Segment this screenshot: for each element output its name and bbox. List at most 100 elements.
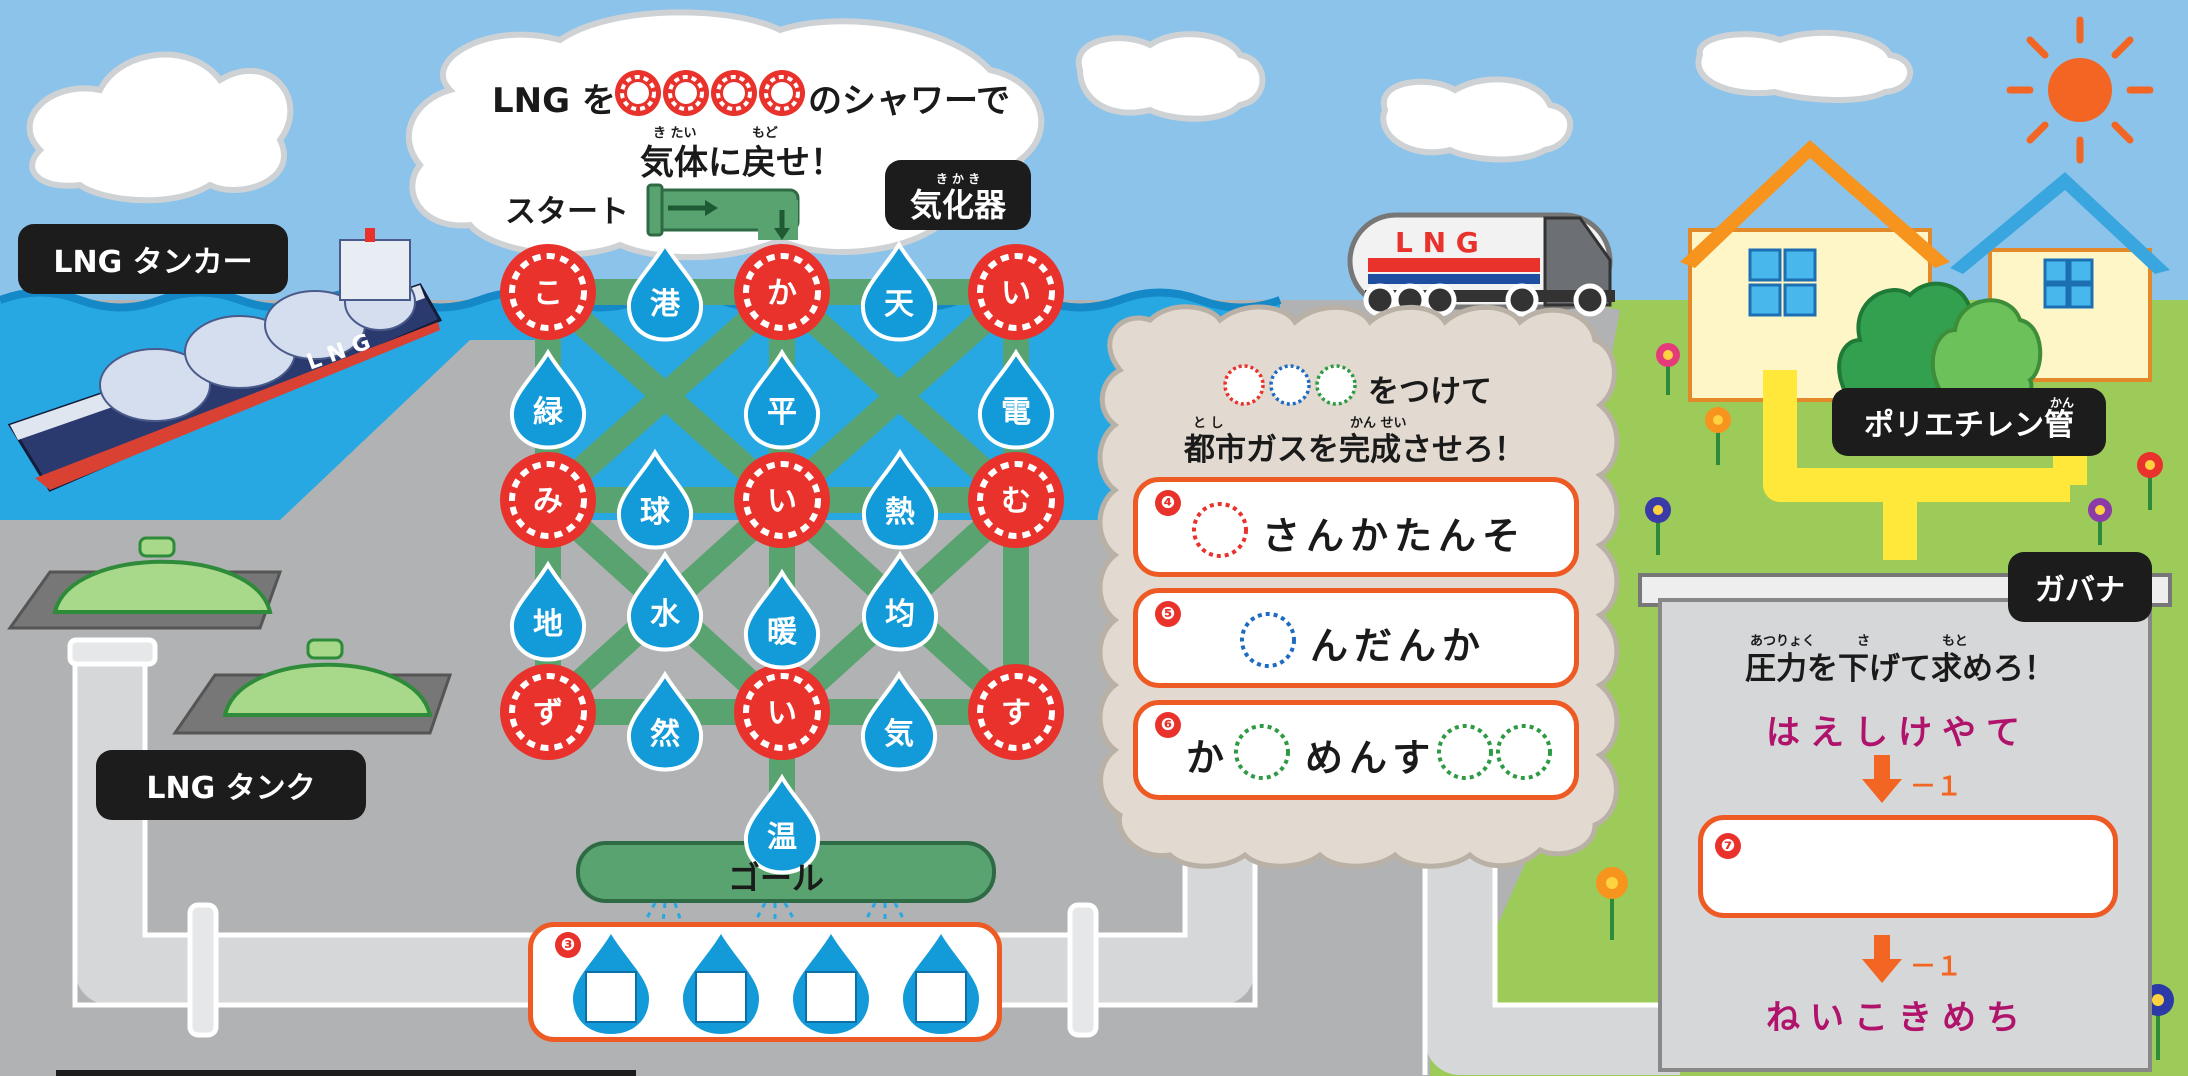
answer-box-7: [1698, 815, 2118, 918]
water-drop-node: 電: [977, 348, 1055, 450]
shower-title-line2: 気体に戻せ！: [640, 143, 844, 183]
shower-title-blanks: [615, 70, 805, 116]
ring-node: か: [734, 244, 830, 340]
drop-label: 地: [533, 607, 563, 642]
house-right-icon: [1950, 172, 2170, 382]
title-blank-ring: [615, 70, 661, 116]
drop-label: 平: [767, 395, 797, 430]
water-drop-node: 緑: [509, 348, 587, 450]
title-blank-ring: [711, 70, 757, 116]
governor-step-label-1: －１: [1910, 772, 1963, 802]
water-drop-node: 水: [626, 550, 704, 652]
goal-label: ゴール: [728, 859, 825, 897]
answer-number-3: ❸: [555, 932, 581, 958]
furigana-moto: もと: [1942, 634, 1968, 649]
down-arrow-icon: [1862, 755, 1902, 803]
answer-slot[interactable]: [573, 934, 649, 1034]
city-gas-title-line1: をつけて: [1368, 374, 1492, 410]
start-arrow: [646, 183, 800, 240]
ring-node: す: [968, 664, 1064, 760]
drop-label: 均: [885, 597, 915, 632]
answer-slot[interactable]: [683, 934, 759, 1034]
sun-icon: [2006, 16, 2154, 164]
ring-label: い: [767, 696, 797, 731]
furigana-toshi: と し: [1193, 416, 1224, 431]
drop-label: 暖: [767, 615, 798, 650]
water-drop-node: 均: [861, 550, 939, 652]
furigana-modo: もど: [752, 126, 778, 141]
city-gas-title-blanks: [1223, 364, 1357, 406]
drop-label: 天: [884, 287, 914, 322]
polyethylene-furigana: かん: [2050, 396, 2075, 410]
title-blank-ring: [759, 70, 805, 116]
bottom-bar: [56, 1070, 636, 1076]
clue-number-4: ❹: [1155, 490, 1181, 516]
water-drop-node: 天: [860, 240, 938, 342]
furigana-kitai: き たい: [653, 126, 697, 141]
drop-label: 緑: [533, 395, 564, 430]
clue-box-5: [1133, 588, 1579, 688]
clue-text-6-mid: めんす: [1305, 736, 1437, 780]
lng-tank-icons: [7, 536, 453, 735]
ring-node: こ: [500, 244, 596, 340]
clue-text-5: んだんか: [1310, 624, 1487, 668]
drop-label: 球: [640, 495, 671, 530]
governor-top-word: はえしけやて: [1766, 713, 2030, 753]
governor-bottom-word: ねいこきめち: [1766, 998, 2030, 1038]
water-drop-node: 地: [509, 560, 587, 662]
ring-node: み: [500, 452, 596, 548]
water-drop-node: 球: [616, 448, 694, 550]
answer-slot[interactable]: [793, 934, 869, 1034]
flower-icons: [1596, 343, 2174, 1060]
water-drop-node: 温: [743, 773, 821, 875]
drop-label: 然: [650, 717, 680, 752]
answer-slot[interactable]: [903, 934, 979, 1034]
furigana-sa: さ: [1857, 634, 1871, 649]
down-arrow-icon: [1862, 935, 1902, 983]
water-drop-node: 港: [626, 240, 704, 342]
city-gas-title-line2: 都市ガスを完成させろ！: [1184, 432, 1525, 468]
ring-node: ず: [500, 664, 596, 760]
drop-label: 港: [650, 287, 681, 322]
furigana-kansei: かん せい: [1350, 416, 1407, 431]
water-drop-node: 平: [743, 348, 821, 450]
polyethylene-text: ポリエチレン管: [1864, 408, 2074, 443]
start-label: スタート: [505, 194, 629, 230]
governor-title: 圧力を下げて求めろ！: [1745, 651, 2055, 687]
water-drop-node: 気: [860, 670, 938, 772]
grid-pipe: [535, 279, 795, 513]
tanker-label: LNG タンカー: [18, 224, 288, 294]
ring-label: い: [767, 484, 797, 519]
ring-node: い: [734, 664, 830, 760]
ring-node: む: [968, 452, 1064, 548]
ring-label: か: [767, 276, 797, 311]
clue-blank-5: [1240, 612, 1296, 668]
water-drop-node: 然: [626, 670, 704, 772]
clue-number-6: ❻: [1155, 712, 1181, 738]
clue-blank-6b: [1437, 724, 1552, 780]
clue-blank-4: [1192, 502, 1248, 558]
title-blank-ring: [663, 70, 709, 116]
ring-label: い: [1001, 276, 1031, 311]
water-drop-node: 暖: [743, 568, 821, 670]
ring-node: い: [968, 244, 1064, 340]
lng-truck-icon: L N G: [1347, 212, 1615, 317]
answer-slots-3: [573, 934, 979, 1034]
drop-label: 電: [1001, 395, 1031, 430]
lng-tanker-ship-icon: L N G: [7, 228, 443, 492]
governor-label: ガバナ: [2008, 552, 2152, 622]
water-drop-node: 熱: [861, 448, 939, 550]
ring-label: ず: [533, 696, 563, 731]
ring-label: み: [533, 484, 563, 519]
vaporizer-furigana: き か き: [935, 171, 981, 186]
truck-lettering: L N G: [1395, 226, 1479, 259]
ring-label: す: [1001, 696, 1031, 731]
drop-label: 熱: [885, 495, 915, 530]
vaporizer-text: 気化器: [909, 185, 1006, 224]
governor-step-label-2: －１: [1910, 952, 1963, 982]
clue-text-6-pre: か: [1186, 736, 1231, 780]
ring-label: こ: [533, 276, 563, 311]
clue-text-4: さんかたんそ: [1262, 514, 1527, 558]
ring-node: い: [734, 452, 830, 548]
